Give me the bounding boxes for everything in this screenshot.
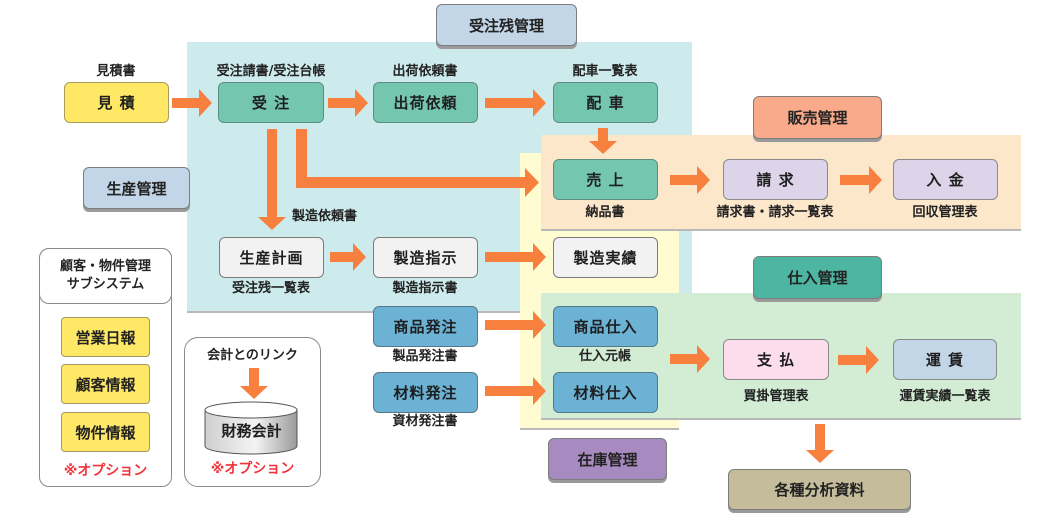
node-material-order[interactable]: 材料発注	[373, 372, 478, 413]
node-product-purchase[interactable]: 商品仕入	[553, 306, 658, 347]
node-shipping-request[interactable]: 出荷依頼	[373, 82, 478, 123]
subsystem-option-note: ※オプション	[63, 463, 148, 479]
sales-header[interactable]: 販売管理	[753, 96, 882, 139]
node-material-purchase[interactable]: 材料仕入	[553, 372, 658, 413]
inventory-header[interactable]: 在庫管理	[548, 438, 667, 480]
node-estimate[interactable]: 見 積	[64, 82, 169, 123]
caption-billing-doc: 請求書・請求一覧表	[716, 205, 834, 220]
subsystem-title-line2: サブシステム	[66, 277, 145, 292]
database-icon	[204, 401, 298, 455]
node-dispatch[interactable]: 配 車	[553, 82, 658, 123]
node-billing[interactable]: 請 求	[723, 159, 828, 200]
caption-shipping-request-doc: 出荷依頼書	[392, 64, 458, 79]
caption-dispatch-doc: 配車一覧表	[572, 64, 638, 79]
node-production-result[interactable]: 製造実績	[553, 237, 658, 278]
order-backlog-header[interactable]: 受注残管理	[436, 4, 577, 46]
accounting-link-panel: 会計とのリンク 財務会計 ※オプション	[184, 337, 321, 487]
purchasing-header[interactable]: 仕入管理	[753, 256, 882, 299]
node-production-order[interactable]: 製造指示	[373, 237, 478, 278]
accounting-link-graphics	[204, 368, 298, 455]
node-receipt[interactable]: 入 金	[893, 159, 998, 200]
node-production-plan[interactable]: 生産計画	[219, 237, 324, 278]
caption-production-request: 製造依頼書	[292, 209, 358, 224]
caption-production-order-doc: 製造指示書	[392, 281, 458, 296]
production-header[interactable]: 生産管理	[83, 167, 190, 209]
financial-accounting-label: 財務会計	[221, 422, 282, 440]
caption-purchase-ledger: 仕入元帳	[578, 349, 632, 364]
node-order[interactable]: 受 注	[218, 82, 324, 123]
caption-estimate-doc: 見積書	[96, 64, 136, 79]
caption-freight-doc: 運賃実績一覧表	[899, 389, 991, 404]
node-payment[interactable]: 支 払	[723, 339, 829, 380]
accounting-down-arrow-icon	[240, 368, 268, 399]
caption-sales-doc: 納品書	[585, 205, 625, 220]
node-sales[interactable]: 売 上	[553, 159, 658, 200]
caption-receipt-doc: 回収管理表	[912, 205, 978, 220]
subsystem-item-customer-info[interactable]: 顧客情報	[61, 364, 150, 404]
arrow-purchasing-to-analysis	[806, 424, 834, 463]
node-freight[interactable]: 運 賃	[893, 339, 997, 380]
caption-production-plan-doc: 受注残一覧表	[231, 281, 311, 296]
customer-property-subsystem-panel: 顧客・物件管理 サブシステム 営業日報 顧客情報 物件情報 ※オプション	[39, 248, 172, 487]
caption-product-order-doc: 製品発注書	[392, 349, 458, 364]
accounting-link-title: 会計とのリンク	[207, 348, 298, 363]
subsystem-item-property-info[interactable]: 物件情報	[61, 412, 150, 452]
financial-accounting-db[interactable]: 財務会計	[205, 402, 298, 452]
node-product-order[interactable]: 商品発注	[373, 306, 478, 347]
accounting-option-note: ※オプション	[210, 461, 295, 477]
subsystem-title-line1: 顧客・物件管理	[59, 259, 151, 274]
subsystem-title: 顧客・物件管理 サブシステム	[39, 248, 172, 304]
subsystem-item-sales-daily-report[interactable]: 営業日報	[61, 317, 150, 357]
analysis-reports-box[interactable]: 各種分析資料	[728, 469, 911, 510]
caption-order-doc: 受注請書/受注台帳	[216, 64, 326, 79]
caption-payment-doc: 買掛管理表	[743, 389, 809, 404]
caption-material-order-doc: 資材発注書	[392, 414, 458, 429]
